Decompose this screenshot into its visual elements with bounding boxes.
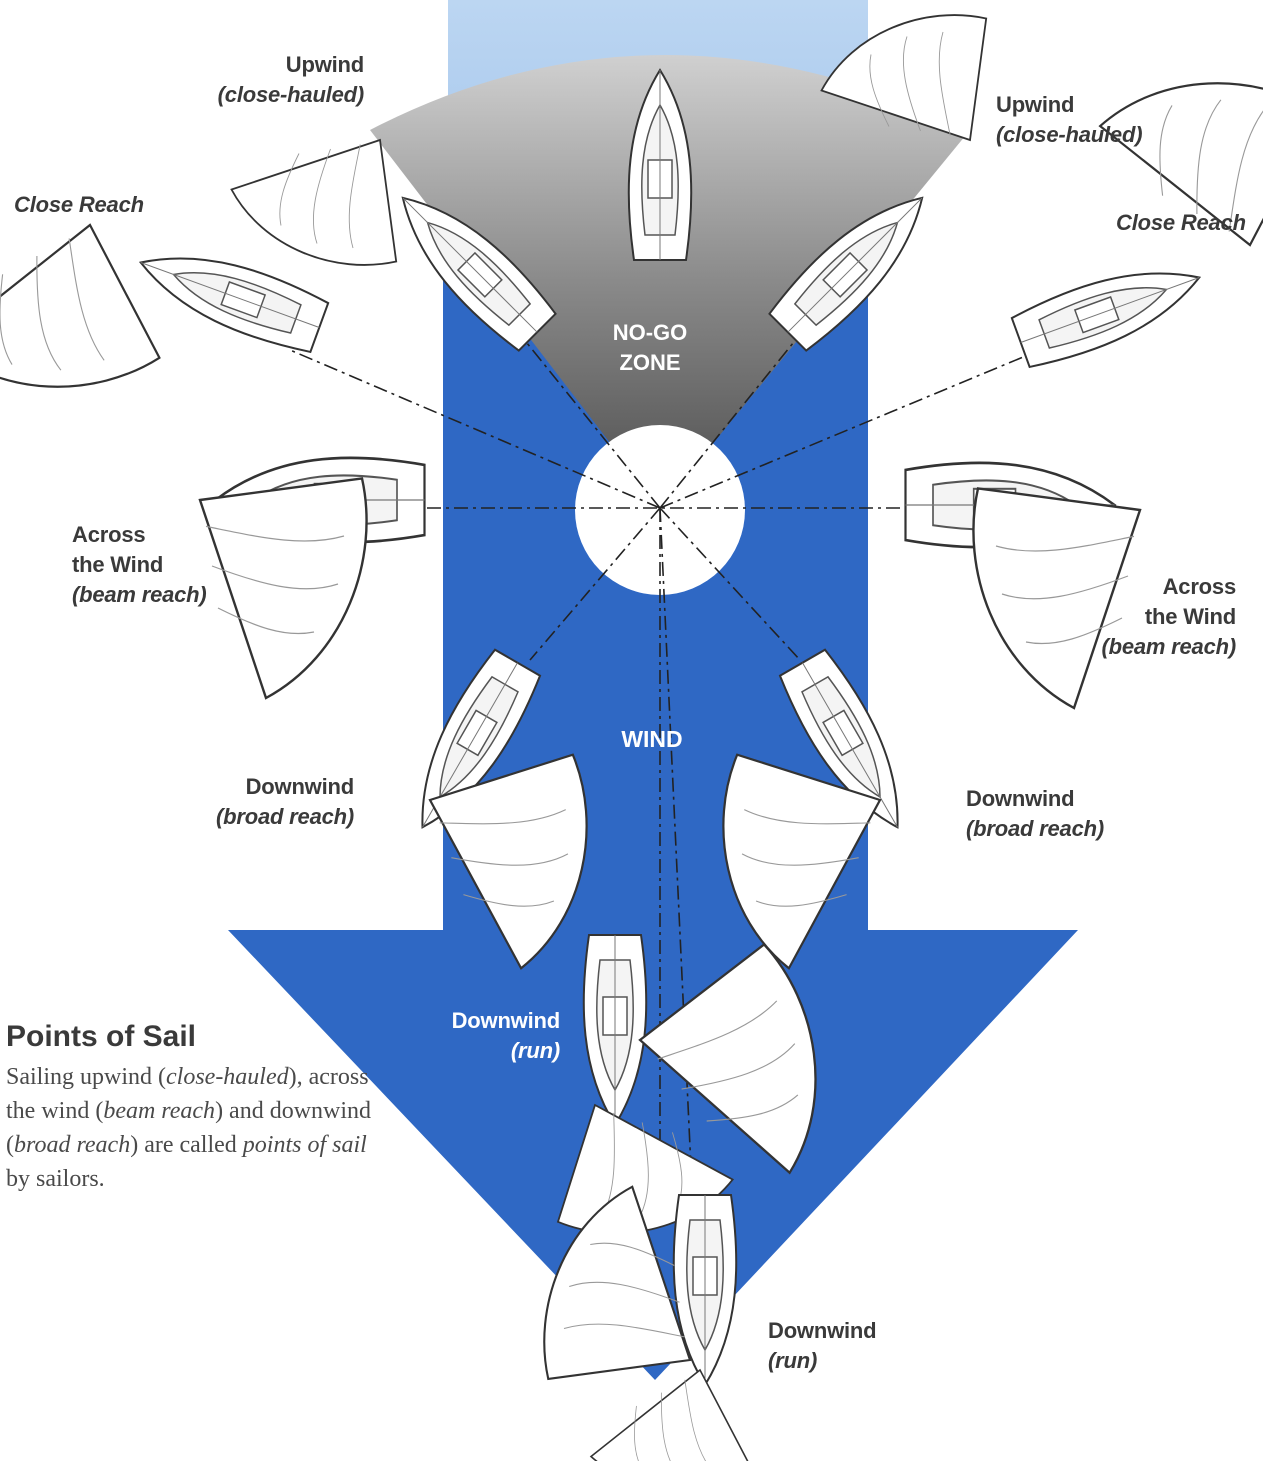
label-downwind-run-center: Downwind (run) [400, 1006, 560, 1066]
label-downwind-broad-right: Downwind (broad reach) [966, 784, 1104, 844]
label-across-left: Across the Wind (beam reach) [72, 520, 207, 610]
label-no-go-zone: NO-GO ZONE [610, 318, 690, 378]
caption-title: Points of Sail [6, 1020, 386, 1054]
label-downwind-broad-left: Downwind (broad reach) [150, 772, 354, 832]
label-upwind-right: Upwind (close-hauled) [996, 90, 1142, 150]
boat-beam-reach-left [200, 458, 425, 698]
label-across-right: Across the Wind (beam reach) [1040, 572, 1236, 662]
boat-close-reach-left [0, 218, 330, 430]
caption: Points of Sail Sailing upwind (close-hau… [6, 1020, 386, 1196]
caption-body: Sailing upwind (close-hauled), across th… [6, 1060, 386, 1196]
label-wind: WIND [612, 726, 692, 753]
label-close-reach-right: Close Reach [1116, 208, 1246, 238]
label-close-reach-left: Close Reach [14, 190, 144, 220]
label-upwind-left: Upwind (close-hauled) [150, 50, 364, 110]
label-downwind-run-bottom: Downwind (run) [768, 1316, 876, 1376]
